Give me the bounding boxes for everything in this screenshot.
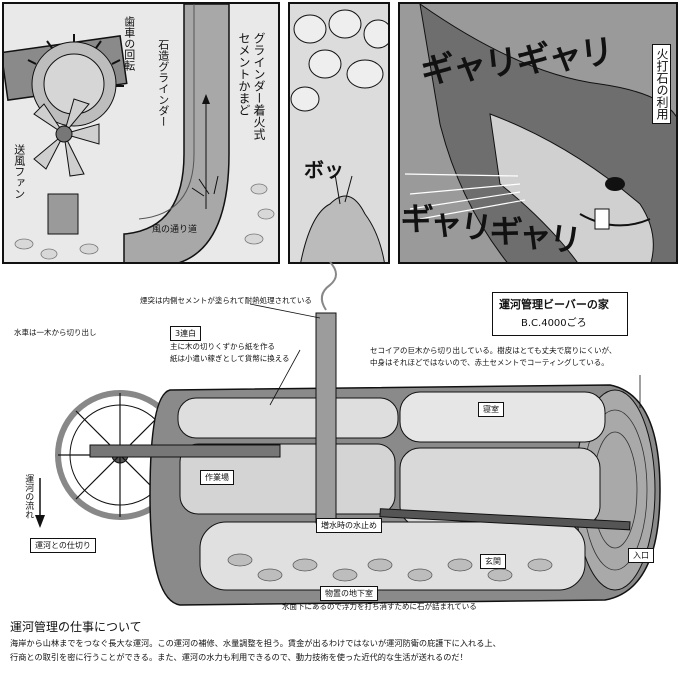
stone-grinder-label: 石造グラインダー	[156, 39, 170, 127]
basement-tag: 物置の地下室	[320, 586, 378, 601]
blower-fan-label: 送風ファン	[12, 144, 26, 199]
entrance-hall-tag: 玄関	[480, 554, 506, 569]
house-title: 運河管理ビーバーの家	[499, 298, 609, 311]
panel-flame: ボッ	[288, 2, 390, 264]
workshop-tag: 作業場	[200, 470, 234, 485]
sequoia-note-2: 中身はそれほどではないので、赤土セメントでコーティングしている。	[370, 358, 609, 367]
bedroom-tag: 寝室	[478, 402, 504, 417]
footer-heading: 運河管理の仕事について	[10, 620, 142, 634]
grinder-ignition-label: グラインダー着火式 セメントかまど	[237, 32, 266, 140]
wind-path-label: 風の通り道	[152, 225, 198, 235]
flame-illustration	[290, 9, 388, 262]
panel-grinder: 歯車の回転 石造グラインダー 送風ファン 風の通り道	[2, 2, 280, 264]
entrance-tag: 入口	[628, 548, 654, 563]
stone-note: 水面下にあるので浮力を打ち消すために石が詰まれている	[282, 602, 477, 611]
house-title-box: 運河管理ビーバーの家 B.C.4000ごろ	[492, 292, 628, 336]
chimney-note: 煙突は内側セメントが塗られて耐熱処理されている	[140, 296, 312, 305]
grinder-illustration	[4, 4, 275, 262]
panel-beaver-closeup: ギャリギャリ ギャリギャリ 火打石の利用	[398, 2, 678, 264]
beaver-closeup-illustration	[404, 4, 676, 262]
flood-stop-tag: 増水時の水止め	[316, 518, 382, 533]
footer-body-2: 行商との取引を密に行うことができる。また、運河の水力も利用できるので、動力技術を…	[10, 652, 468, 662]
footer-body-1: 海岸から山林までをつなぐ長大な運河。この運河の補修、水量調整を担う。賃金が出るわ…	[10, 638, 501, 648]
waterwheel-note: 水車は一木から切り出し	[14, 328, 97, 337]
paper-note-2: 紙は小遣い稼ぎとして貨幣に換える	[170, 354, 290, 363]
house-era: B.C.4000ごろ	[521, 318, 587, 329]
sequoia-note-1: セコイアの巨木から切り出している。樹皮はとても丈夫で腐りにくいが、	[370, 346, 617, 355]
sfx-bo: ボッ	[304, 158, 344, 182]
gear-rotation-label: 歯車の回転	[122, 16, 136, 71]
flint-use-label: 火打石の利用	[652, 44, 671, 124]
third-floor-tag: 3連白	[170, 326, 202, 341]
paper-note-1: 主に木の切りくずから紙を作る	[170, 342, 275, 351]
canal-flow-label: 運河の流れ	[23, 474, 34, 519]
canal-partition-tag: 運河との仕切り	[30, 538, 96, 553]
